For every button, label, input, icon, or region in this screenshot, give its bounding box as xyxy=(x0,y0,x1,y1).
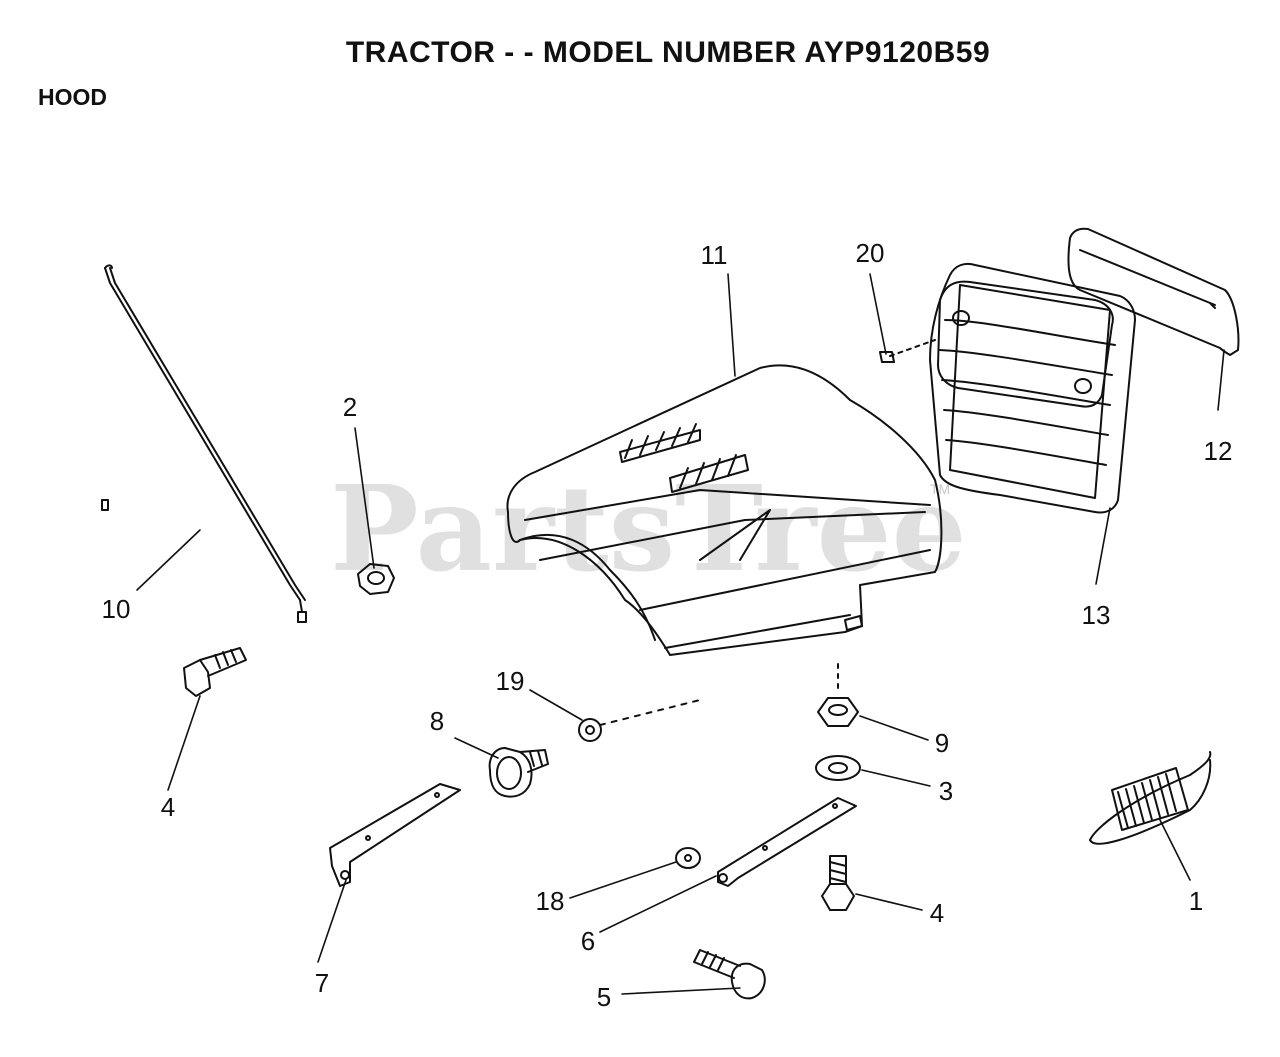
title-container: TRACTOR - - MODEL NUMBER AYP9120B59 xyxy=(0,0,1280,80)
part-19-lock-washer[interactable] xyxy=(578,699,701,742)
callout-10: 10 xyxy=(102,594,131,624)
part-9-nut[interactable] xyxy=(817,663,859,727)
part-3-flat-washer[interactable] xyxy=(815,755,861,781)
part-12-insert-panel[interactable] xyxy=(1067,227,1240,356)
part-4-bolt-left[interactable] xyxy=(183,647,247,697)
part-6-right-bracket[interactable] xyxy=(717,797,857,887)
part-13-grille[interactable] xyxy=(929,262,1136,514)
part-5-bolt-bottom[interactable] xyxy=(693,949,766,1000)
callout-4-left: 4 xyxy=(161,792,175,822)
callout-9: 9 xyxy=(935,728,949,758)
watermark-tm: TM xyxy=(930,481,950,497)
callout-19: 19 xyxy=(496,666,525,696)
callout-12: 12 xyxy=(1204,436,1233,466)
callout-11: 11 xyxy=(701,240,728,270)
callout-1: 1 xyxy=(1189,886,1203,916)
part-8-bolt[interactable] xyxy=(488,747,549,798)
callout-5: 5 xyxy=(597,982,611,1012)
watermark-text: PartsTree xyxy=(330,459,967,598)
callout-13: 13 xyxy=(1082,600,1111,630)
part-18-washer[interactable] xyxy=(675,847,701,869)
callout-20: 20 xyxy=(856,238,885,268)
part-4-bolt-right[interactable] xyxy=(821,855,855,911)
callout-18: 18 xyxy=(536,886,565,916)
part-7-left-bracket[interactable] xyxy=(329,783,461,887)
callout-6: 6 xyxy=(581,926,595,956)
part-1-spring[interactable] xyxy=(1089,751,1212,845)
callout-3: 3 xyxy=(939,776,953,806)
callout-2: 2 xyxy=(343,392,357,422)
part-10-hood-rod[interactable] xyxy=(101,264,307,623)
part-11-hood-shell[interactable] xyxy=(506,364,943,656)
part-20-clip[interactable] xyxy=(879,339,936,363)
callout-7: 7 xyxy=(315,968,329,998)
callout-4-right: 4 xyxy=(930,898,944,928)
callout-8: 8 xyxy=(430,706,444,736)
section-label: HOOD xyxy=(38,84,107,110)
diagram-title: TRACTOR - - MODEL NUMBER AYP9120B59 xyxy=(345,36,991,69)
